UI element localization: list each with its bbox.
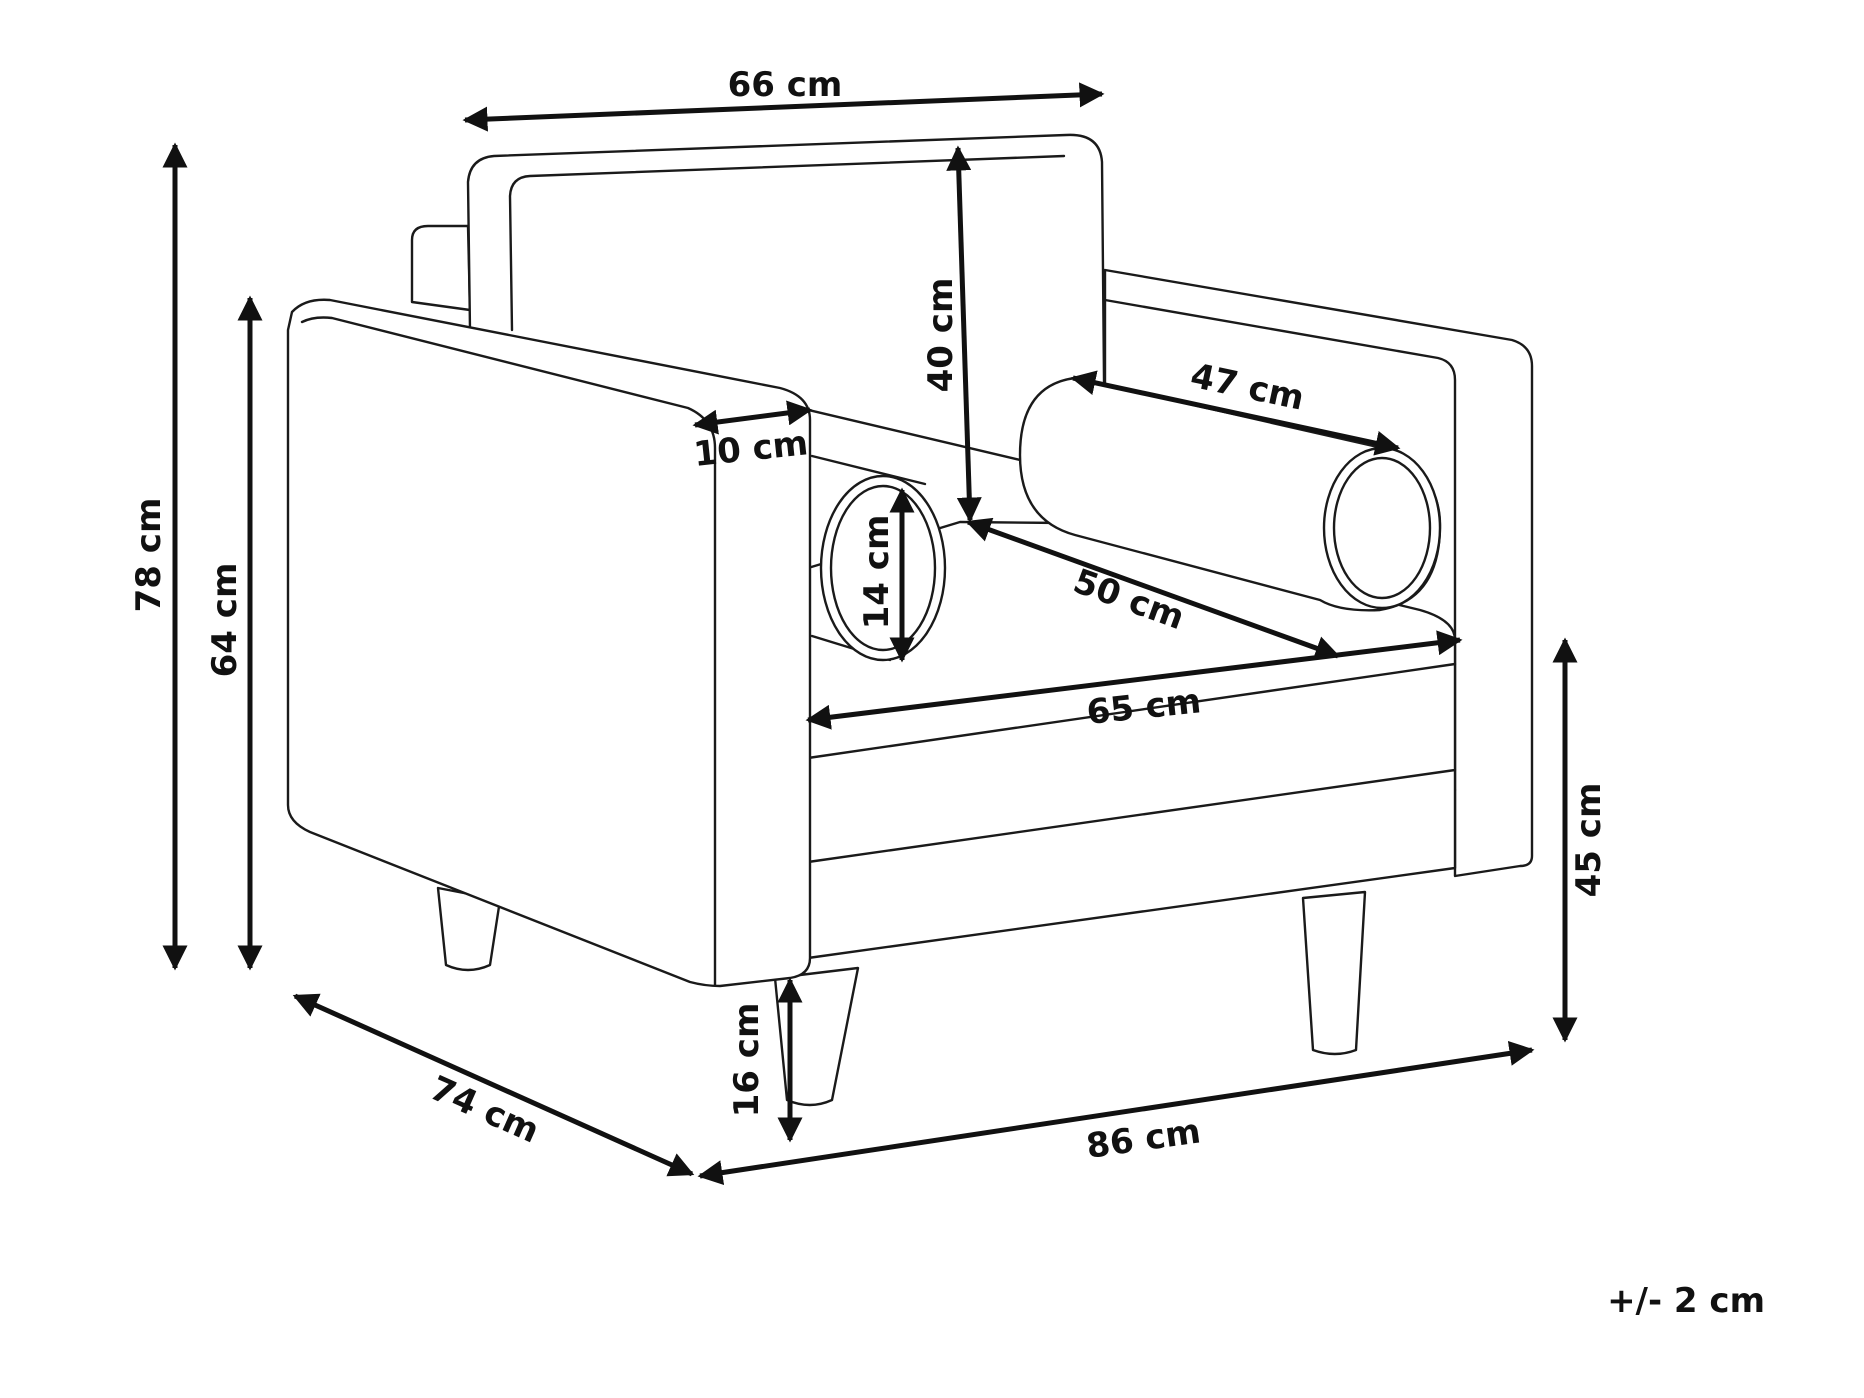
back-right-leg bbox=[1301, 890, 1367, 1056]
dim-line-armrest-width bbox=[692, 400, 813, 435]
dim-line-width-top bbox=[462, 82, 1105, 132]
back-left-leg bbox=[436, 886, 502, 972]
label-width-top: 66 cm bbox=[728, 65, 843, 105]
label-seat-height: 45 cm bbox=[1569, 783, 1609, 898]
dimension-lines bbox=[162, 82, 1578, 1185]
label-bolster-diameter: 14 cm bbox=[857, 515, 897, 630]
dim-line-total-depth bbox=[292, 993, 695, 1177]
left-arm bbox=[286, 298, 812, 988]
label-leg-height: 16 cm bbox=[727, 1003, 767, 1118]
tolerance-note: +/- 2 cm bbox=[1607, 1281, 1765, 1321]
dim-line-total-width bbox=[697, 1041, 1535, 1185]
label-total-width: 86 cm bbox=[1084, 1111, 1203, 1167]
far-arm-back bbox=[410, 224, 472, 312]
label-arm-height: 64 cm bbox=[205, 563, 245, 678]
backrest bbox=[466, 133, 1107, 482]
right-arm-inner-edge bbox=[1103, 298, 1457, 792]
left-arm-front-face bbox=[300, 316, 717, 987]
dim-line-bolster-length bbox=[1070, 370, 1401, 456]
dim-line-seat-width bbox=[805, 630, 1463, 730]
label-backrest-height: 40 cm bbox=[921, 278, 961, 393]
front-leg bbox=[773, 966, 860, 1107]
dim-line-backrest-height bbox=[946, 145, 982, 523]
backrest-cushion bbox=[508, 154, 1066, 332]
armchair-drawing bbox=[286, 133, 1534, 1107]
right-bolster-end bbox=[1322, 446, 1442, 610]
label-total-height: 78 cm bbox=[129, 498, 169, 613]
